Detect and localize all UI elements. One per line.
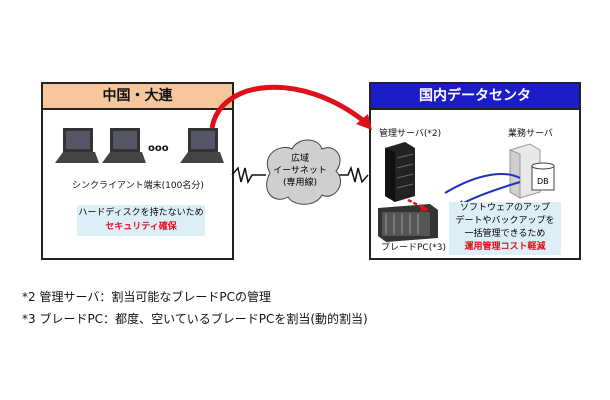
left-benefit-highlight: セキュリティ確保 [105,222,177,232]
network-label-line: (専用線) [282,178,318,188]
right-panel-title: 国内データセンタ [371,84,579,110]
right-benefit-text: ソフトウェアのアップ [459,203,550,213]
blue-arrow [444,172,521,194]
footnote: *2 管理サーバ：割当可能なブレードPCの管理 [22,290,271,304]
right-benefit-text: デートやバックアップを [455,216,555,226]
footnote: *3 ブレードPC：都度、空いているブレードPCを割当(動的割当) [22,312,368,326]
network-cloud-icon [231,139,369,205]
laptop-icon [180,128,224,163]
server-graphics: DB [378,142,555,242]
right-benefit-text: 一括管理できるため [464,229,546,239]
database-icon [531,162,555,191]
network-label-line: イーサネット [273,166,327,176]
network-label-line: 広域 [290,154,309,164]
mgmt-server-label: 管理サーバ(*2) [379,129,442,139]
business-server-label: 業務サーバ [508,129,553,139]
terminal-label: シンクライアント端末(100名分) [72,181,204,191]
mgmt-server-icon [385,142,415,202]
right-benefit-highlight: 運用管理コスト軽減 [464,242,546,252]
network-label: 広域 イーサネット (専用線) [270,153,330,189]
left-info-box: ハードディスクを持たないため セキュリティ確保 [77,205,205,236]
blade-pc-icon [378,204,438,242]
laptop-icons [55,128,224,163]
left-benefit-text: ハードディスクを持たないため [78,208,204,218]
right-info-box: ソフトウェアのアップ デートやバックアップを 一括管理できるため 運用管理コスト… [449,202,561,255]
db-label: DB [537,177,549,186]
blade-pc-label: ブレードPC(*3) [381,243,446,253]
connection-arrow [209,84,372,130]
left-panel-title: 中国・大連 [43,84,232,110]
ellipsis: ooo [148,143,169,154]
laptop-icon [55,128,99,163]
laptop-icon [102,128,146,163]
